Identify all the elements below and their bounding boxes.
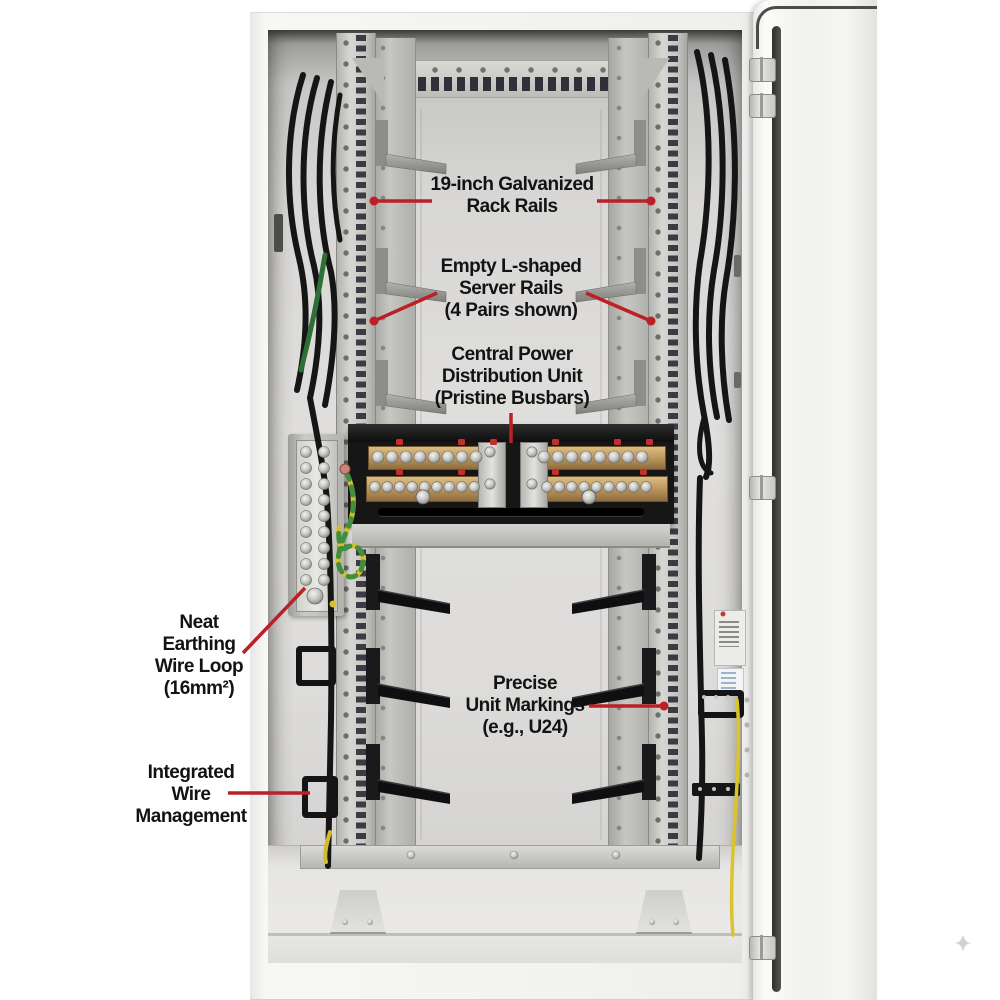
cable-clamp <box>296 646 336 686</box>
callout-line: Central Power <box>451 344 573 365</box>
right-rail-foot <box>636 890 692 934</box>
callout-line: Empty L-shaped <box>440 256 582 277</box>
earthing-terminal-block <box>296 440 338 612</box>
door-hinge <box>749 93 776 118</box>
pdu-shelf <box>352 524 670 548</box>
bottom-back-rail <box>300 845 720 869</box>
callout-pdu: Central Power Distribution Unit (Pristin… <box>435 344 590 410</box>
callout-line: (e.g., U24) <box>482 717 568 738</box>
busbar-link-plate <box>520 442 548 508</box>
callout-line: Precise <box>492 673 558 694</box>
top-din-rail <box>374 60 650 98</box>
callout-line: Distribution Unit <box>441 366 583 387</box>
callout-line: (16mm²) <box>163 678 235 699</box>
din-rail-slots <box>379 77 643 91</box>
busbar <box>532 476 668 502</box>
pdu-slot <box>378 508 644 517</box>
callout-line: Integrated <box>147 762 235 783</box>
callout-unit-markings: Precise Unit Markings (e.g., U24) <box>465 673 585 739</box>
callout-server-rails: Empty L-shaped Server Rails (4 Pairs sho… <box>441 256 582 322</box>
callout-line: Unit Markings <box>465 695 585 716</box>
floor-sill <box>268 933 742 936</box>
busbar-link-plate <box>478 442 506 508</box>
callout-line: Rack Rails <box>466 196 558 217</box>
callout-line: Earthing <box>162 634 236 655</box>
callout-line: Wire <box>171 784 211 805</box>
left-rail-foot <box>330 890 386 934</box>
device-vents <box>719 621 739 647</box>
device-label <box>717 668 744 694</box>
callout-line: (4 Pairs shown) <box>444 300 578 321</box>
cable-clamp <box>302 776 338 818</box>
callout-line: (Pristine Busbars) <box>434 388 590 409</box>
callout-line: Server Rails <box>459 278 563 299</box>
cable-clamp-bar <box>692 783 740 796</box>
callout-line: 19-inch Galvanized <box>430 174 594 195</box>
pdu-top-rail <box>348 424 674 442</box>
callout-wire-management: Integrated Wire Management <box>135 762 247 828</box>
callout-line: Neat <box>179 612 219 633</box>
callout-line: Management <box>135 806 247 827</box>
door-hinge <box>749 935 776 960</box>
door-hinge <box>749 57 776 82</box>
busbar <box>534 446 666 470</box>
din-rail-holes <box>381 64 641 75</box>
callout-rack-rails: 19-inch Galvanized Rack Rails <box>430 174 594 218</box>
power-distribution-unit <box>348 424 674 524</box>
sparkle-icon <box>954 934 972 952</box>
door-hinge <box>749 475 776 500</box>
callout-line: Wire Loop <box>154 656 244 677</box>
cable-clamp <box>698 690 744 718</box>
callout-earthing: Neat Earthing Wire Loop (16mm²) <box>154 612 244 700</box>
door-top-edge <box>756 6 877 49</box>
door-gasket <box>772 26 781 992</box>
sensor-device <box>714 610 746 666</box>
